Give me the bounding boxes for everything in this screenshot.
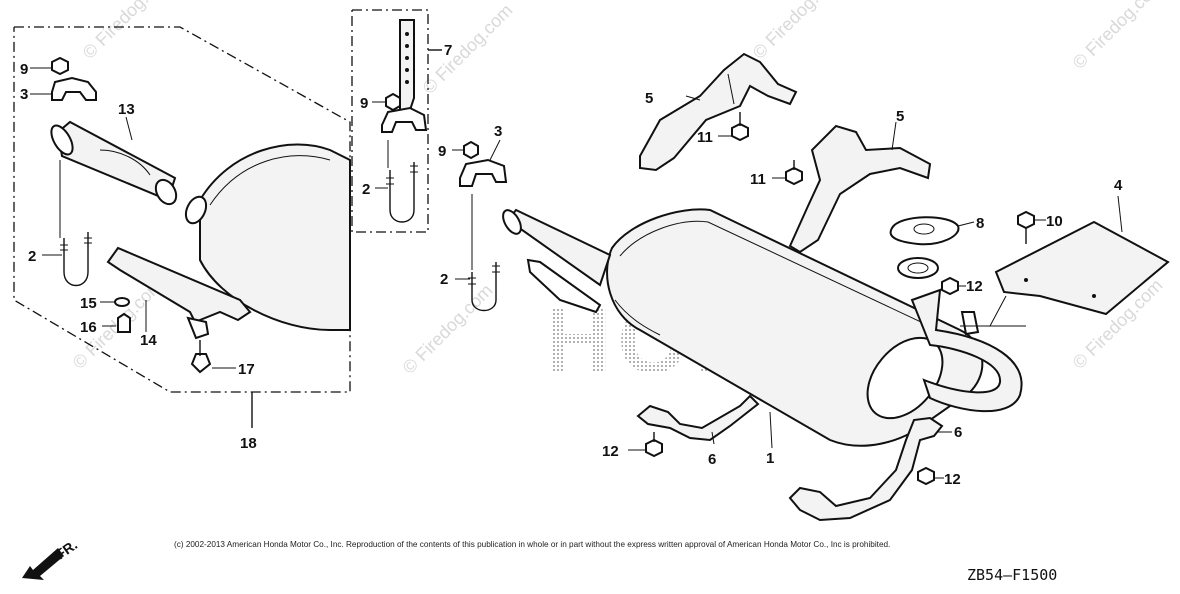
clamp xyxy=(51,76,97,101)
watermark-text: © Firedog.com xyxy=(749,0,847,63)
callout-8: 8 xyxy=(976,215,984,232)
callout-13: 13 xyxy=(118,101,135,118)
clamp xyxy=(459,158,508,187)
upper-bracket xyxy=(788,124,932,254)
watermark-text: © Firedog.com xyxy=(419,0,517,98)
watermark-text: © Firedog.com xyxy=(1069,0,1167,73)
u-bolt xyxy=(389,162,415,223)
bracket xyxy=(106,246,252,324)
hanger-strap xyxy=(399,19,415,111)
flange xyxy=(897,257,939,279)
gasket xyxy=(889,216,960,246)
callout-9: 9 xyxy=(360,95,368,112)
watermark-text: © Firedog.com xyxy=(79,0,177,63)
upper-bracket xyxy=(639,52,798,172)
exploded-group-18 xyxy=(13,26,351,428)
tail-pipe xyxy=(50,120,178,206)
callout-5: 5 xyxy=(645,90,653,107)
callout-3: 3 xyxy=(494,123,502,140)
front-direction-arrow: FR. xyxy=(22,536,80,580)
callout-2: 2 xyxy=(28,248,36,265)
flange-bolt xyxy=(785,166,803,186)
callout-10: 10 xyxy=(1046,213,1063,230)
flange-bolt xyxy=(645,438,663,458)
callout-12: 12 xyxy=(602,443,619,460)
callout-labels: 1 2 2 2 3 3 4 5 5 6 6 7 8 9 9 9 10 11 11… xyxy=(20,42,1123,488)
callout-7: 7 xyxy=(444,42,452,59)
callout-14: 14 xyxy=(140,332,157,349)
callout-4: 4 xyxy=(1114,177,1123,194)
lower-bracket xyxy=(636,394,760,442)
nut xyxy=(51,56,69,76)
callout-3: 3 xyxy=(20,86,28,103)
flange-bolt xyxy=(941,276,959,296)
callout-9: 9 xyxy=(20,61,28,78)
nut xyxy=(463,140,479,160)
flange-bolt xyxy=(731,122,749,142)
watermark-text: © Firedog.com xyxy=(399,280,497,378)
callout-15: 15 xyxy=(80,295,97,312)
callout-9: 9 xyxy=(438,143,446,160)
callout-16: 16 xyxy=(80,319,97,336)
callout-18: 18 xyxy=(240,435,257,452)
diagram-code: ZB54–F1500 xyxy=(967,566,1058,584)
callout-5: 5 xyxy=(896,108,904,125)
callout-11: 11 xyxy=(750,171,766,188)
flange-bolt xyxy=(917,466,935,486)
callout-6: 6 xyxy=(954,424,962,441)
callout-17: 17 xyxy=(238,361,255,378)
callout-2: 2 xyxy=(440,271,448,288)
washer xyxy=(114,297,130,307)
u-bolt xyxy=(471,262,497,312)
clamp xyxy=(381,106,428,133)
callout-12: 12 xyxy=(944,471,961,488)
flange-bolt xyxy=(190,353,212,374)
bolt xyxy=(1017,210,1035,230)
callout-1: 1 xyxy=(766,450,774,467)
exploded-group-7 xyxy=(351,9,442,233)
nut xyxy=(385,92,401,112)
callout-2: 2 xyxy=(362,181,370,198)
main-muffler-assembly xyxy=(452,52,1170,522)
exhaust-pipe xyxy=(910,288,1023,413)
u-bolt xyxy=(63,232,89,287)
heat-shield xyxy=(994,220,1170,316)
bolt xyxy=(117,312,131,333)
callout-12: 12 xyxy=(966,278,983,295)
lower-bracket xyxy=(788,416,944,522)
copyright-notice: (c) 2002-2013 American Honda Motor Co., … xyxy=(174,540,891,549)
callout-6: 6 xyxy=(708,451,716,468)
callout-11: 11 xyxy=(697,129,713,146)
